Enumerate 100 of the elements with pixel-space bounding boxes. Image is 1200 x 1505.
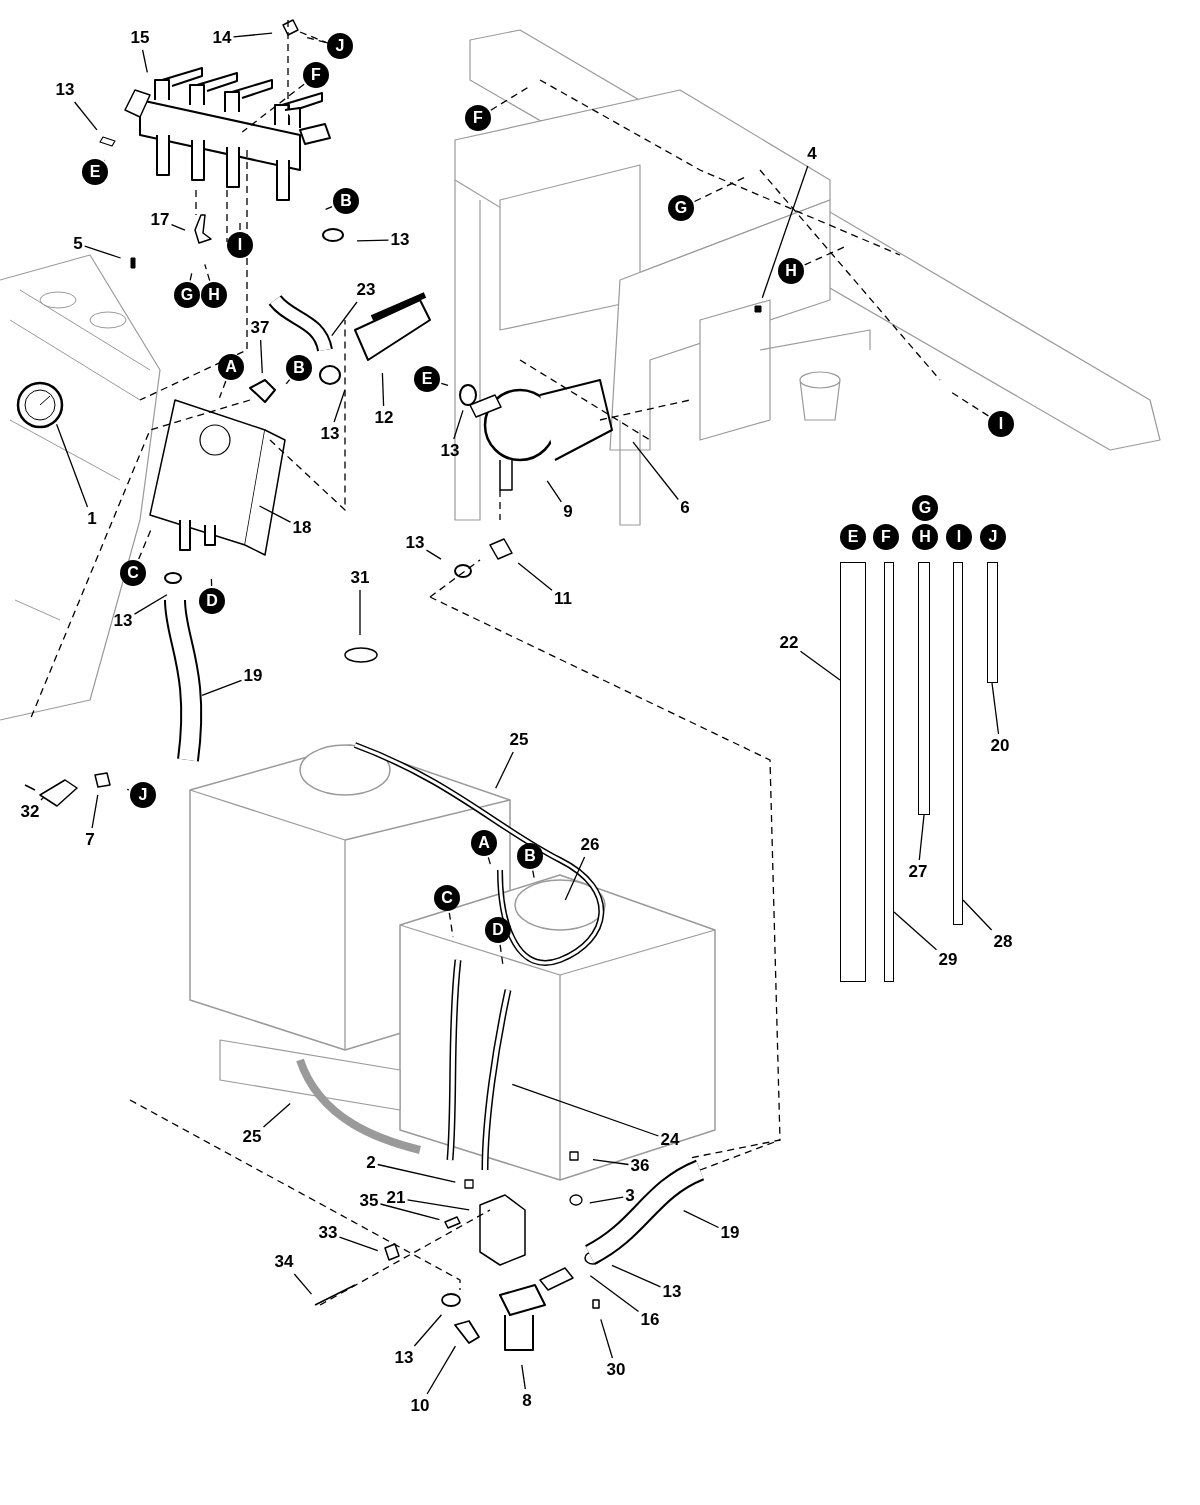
callout-number: 22 bbox=[779, 633, 799, 653]
callout-number: 7 bbox=[85, 830, 95, 850]
reference-letter-marker: F bbox=[465, 105, 491, 131]
callout-number: 13 bbox=[394, 1348, 414, 1368]
leader-line bbox=[453, 409, 464, 440]
leader-line bbox=[262, 1102, 291, 1128]
leader-line bbox=[356, 239, 390, 242]
leader-line bbox=[189, 270, 193, 281]
leader-line bbox=[589, 1275, 640, 1313]
reference-letter-marker: G bbox=[174, 282, 200, 308]
callout-number: 33 bbox=[318, 1223, 338, 1243]
leader-line bbox=[962, 899, 993, 931]
hose-strip bbox=[918, 562, 930, 815]
leader-line bbox=[241, 83, 305, 133]
callout-number: 13 bbox=[55, 80, 75, 100]
callout-number: 37 bbox=[250, 318, 270, 338]
leader-line bbox=[611, 1264, 662, 1288]
leader-line bbox=[799, 650, 841, 681]
callout-number: 17 bbox=[150, 210, 170, 230]
leader-line bbox=[632, 441, 679, 501]
leader-line bbox=[293, 1273, 313, 1295]
leader-line bbox=[40, 796, 44, 801]
leader-line bbox=[600, 1318, 614, 1359]
leader-line bbox=[258, 505, 292, 523]
hose-strip bbox=[884, 562, 894, 982]
callout-number: 20 bbox=[990, 736, 1010, 756]
callout-number: 23 bbox=[356, 280, 376, 300]
leader-line bbox=[546, 480, 562, 503]
callout-number: 35 bbox=[359, 1191, 379, 1211]
leader-line bbox=[426, 1345, 457, 1395]
callout-number: 13 bbox=[390, 230, 410, 250]
leader-line bbox=[323, 206, 333, 211]
leader-line bbox=[73, 101, 98, 131]
leader-line bbox=[84, 245, 122, 259]
leader-line bbox=[406, 1199, 470, 1211]
leader-line bbox=[893, 911, 938, 951]
leader-line bbox=[133, 594, 168, 615]
reference-letter-marker: J bbox=[980, 524, 1006, 550]
hose-strip bbox=[840, 562, 866, 982]
reference-letter-marker: E bbox=[840, 524, 866, 550]
leader-line bbox=[517, 562, 553, 591]
leader-line bbox=[304, 36, 327, 43]
callout-number: 13 bbox=[440, 441, 460, 461]
reference-letter-marker: B bbox=[286, 355, 312, 381]
callout-number: 12 bbox=[374, 408, 394, 428]
leader-line bbox=[589, 1196, 624, 1204]
leader-line bbox=[377, 1163, 456, 1183]
callout-number: 5 bbox=[73, 234, 83, 254]
reference-letter-marker: C bbox=[120, 560, 146, 586]
callout-number: 28 bbox=[993, 932, 1013, 952]
leader-line bbox=[331, 301, 358, 337]
leader-line bbox=[141, 49, 148, 73]
leader-line bbox=[683, 1210, 720, 1229]
callout-number: 9 bbox=[563, 502, 573, 522]
leader-line bbox=[218, 380, 227, 399]
hose-strip bbox=[987, 562, 998, 683]
callout-number: 14 bbox=[212, 28, 232, 48]
leader-line bbox=[413, 1314, 443, 1347]
leader-line bbox=[285, 379, 291, 385]
leader-line bbox=[359, 589, 361, 636]
leader-line bbox=[495, 751, 514, 789]
leader-line bbox=[333, 389, 346, 423]
leader-line bbox=[201, 679, 243, 697]
leader-line bbox=[532, 870, 536, 881]
leader-line bbox=[425, 549, 442, 560]
reference-letter-marker: D bbox=[199, 588, 225, 614]
callout-number: 36 bbox=[630, 1156, 650, 1176]
callout-number: 6 bbox=[680, 498, 690, 518]
callout-number: 13 bbox=[320, 424, 340, 444]
callout-number: 10 bbox=[410, 1396, 430, 1416]
callout-number: 30 bbox=[606, 1360, 626, 1380]
reference-letter-marker: I bbox=[946, 524, 972, 550]
reference-letter-marker: H bbox=[912, 524, 938, 550]
hose-strip bbox=[953, 562, 963, 925]
reference-letter-marker: E bbox=[414, 366, 440, 392]
leader-line bbox=[338, 1236, 379, 1252]
callout-number: 13 bbox=[113, 611, 133, 631]
leader-line bbox=[521, 1364, 526, 1390]
reference-letter-marker: E bbox=[82, 159, 108, 185]
leader-line bbox=[511, 1083, 660, 1137]
callout-number: 31 bbox=[350, 568, 370, 588]
leader-line bbox=[381, 372, 385, 407]
reference-letter-marker: F bbox=[303, 62, 329, 88]
callout-number: 3 bbox=[625, 1186, 635, 1206]
callout-number: 34 bbox=[274, 1252, 294, 1272]
callout-number: 27 bbox=[908, 862, 928, 882]
reference-letter-marker: H bbox=[201, 282, 227, 308]
reference-letter-marker: I bbox=[227, 232, 253, 258]
callout-number: 8 bbox=[522, 1391, 532, 1411]
callout-number: 25 bbox=[509, 730, 529, 750]
callout-number: 26 bbox=[580, 835, 600, 855]
leader-line bbox=[55, 423, 89, 508]
reference-letter-marker: A bbox=[218, 354, 244, 380]
leader-line bbox=[91, 794, 99, 829]
leader-line bbox=[991, 682, 1000, 735]
leader-line bbox=[918, 814, 925, 861]
callout-number: 4 bbox=[807, 144, 817, 164]
reference-letter-marker: I bbox=[988, 411, 1014, 437]
callout-number: 18 bbox=[292, 518, 312, 538]
callout-number: 16 bbox=[640, 1310, 660, 1330]
